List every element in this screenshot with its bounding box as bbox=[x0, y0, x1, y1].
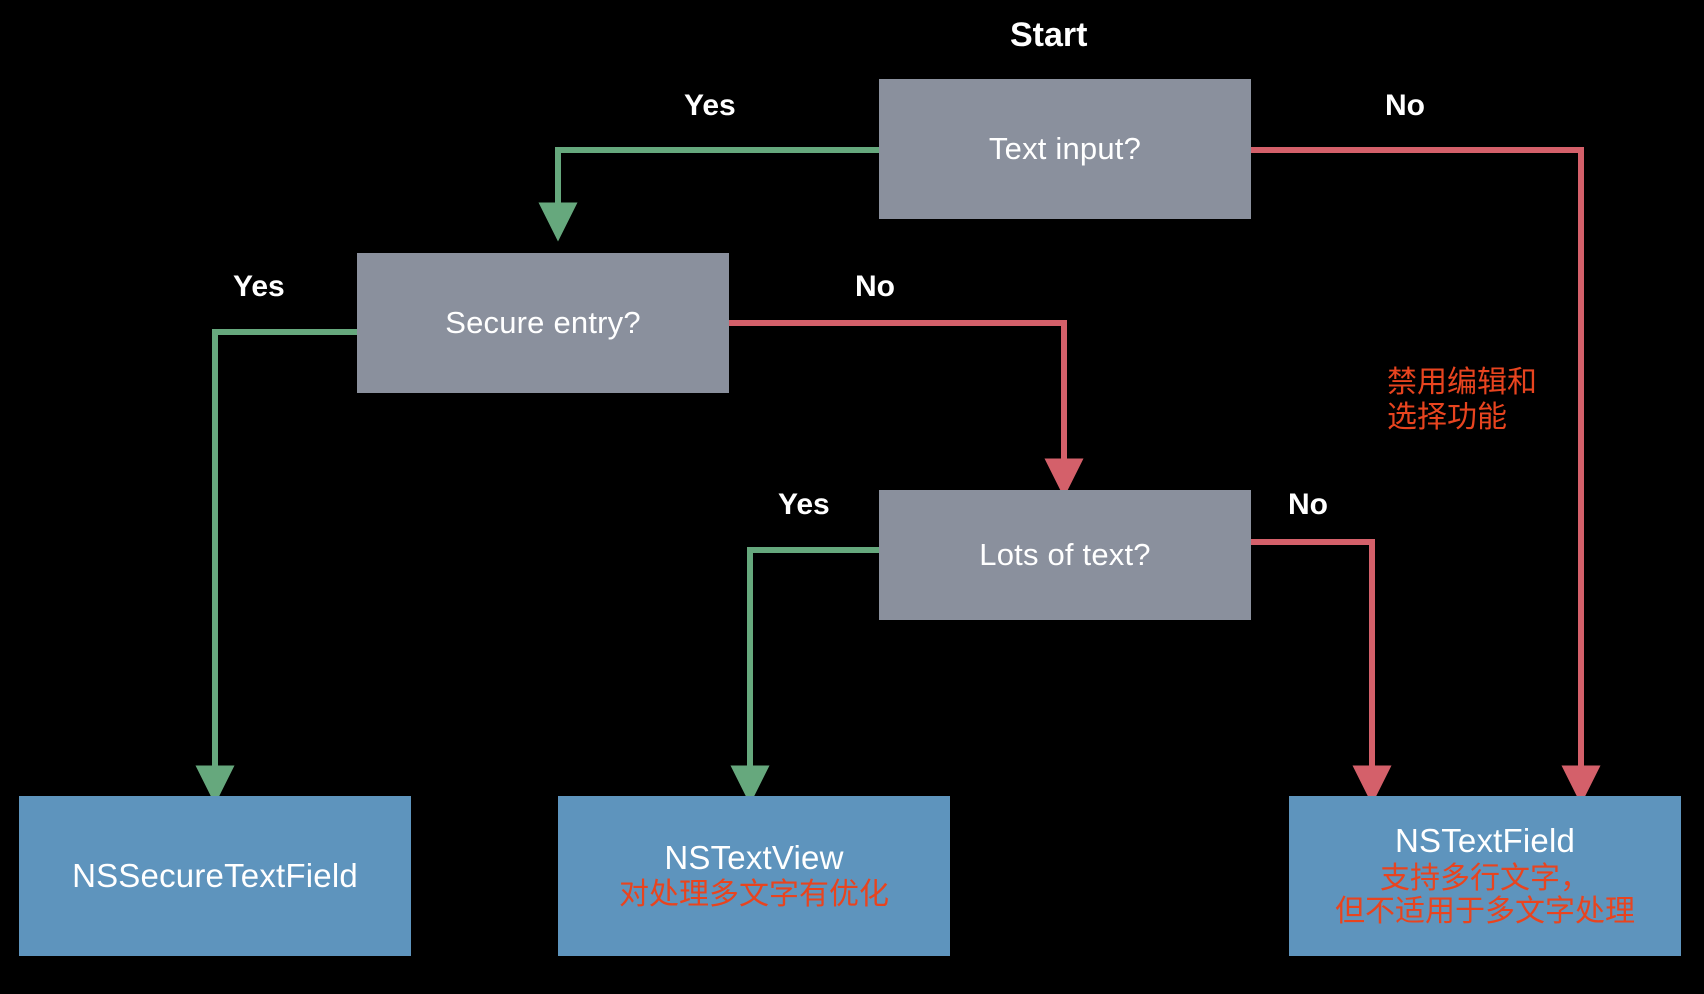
edge-secure-entry-yes bbox=[195, 329, 357, 805]
annotation-disable-edit-select: 禁用编辑和 选择功能 bbox=[1387, 366, 1537, 434]
node-secure-entry[interactable]: Secure entry? bbox=[357, 253, 729, 393]
node-nstextview[interactable]: NSTextView 对处理多文字有优化 bbox=[558, 796, 950, 956]
edge-label-secure-entry-no: No bbox=[855, 270, 895, 303]
node-nssecuretextfield[interactable]: NSSecureTextField bbox=[19, 796, 411, 956]
diagram-title: Start bbox=[1010, 16, 1088, 54]
edge-label-secure-entry-yes: Yes bbox=[233, 270, 285, 303]
node-nstextfield[interactable]: NSTextField 支持多行文字， 但不适用于多文字处理 bbox=[1289, 796, 1681, 956]
edge-text-input-yes bbox=[538, 147, 879, 242]
edge-text-input-no bbox=[1251, 147, 1601, 805]
edge-label-text-input-no: No bbox=[1385, 89, 1425, 122]
edge-secure-entry-no bbox=[729, 320, 1084, 498]
node-secure-entry-label: Secure entry? bbox=[445, 304, 641, 340]
node-nstextfield-label: NSTextField bbox=[1394, 822, 1576, 860]
node-nstextview-note: 对处理多文字有优化 bbox=[619, 878, 889, 912]
node-nstextview-label: NSTextView bbox=[664, 839, 844, 877]
edge-label-text-input-yes: Yes bbox=[684, 89, 736, 122]
node-text-input-label: Text input? bbox=[988, 130, 1142, 166]
edge-label-lots-of-text-yes: Yes bbox=[778, 488, 830, 521]
node-lots-of-text-label: Lots of text? bbox=[979, 536, 1151, 572]
node-text-input[interactable]: Text input? bbox=[879, 79, 1251, 219]
node-nssecuretextfield-label: NSSecureTextField bbox=[72, 856, 358, 894]
edge-lots-of-text-yes bbox=[730, 547, 879, 805]
edge-lots-of-text-no bbox=[1251, 539, 1392, 805]
node-lots-of-text[interactable]: Lots of text? bbox=[879, 490, 1251, 620]
edge-label-lots-of-text-no: No bbox=[1288, 488, 1328, 521]
node-nstextfield-note: 支持多行文字， 但不适用于多文字处理 bbox=[1335, 861, 1635, 929]
